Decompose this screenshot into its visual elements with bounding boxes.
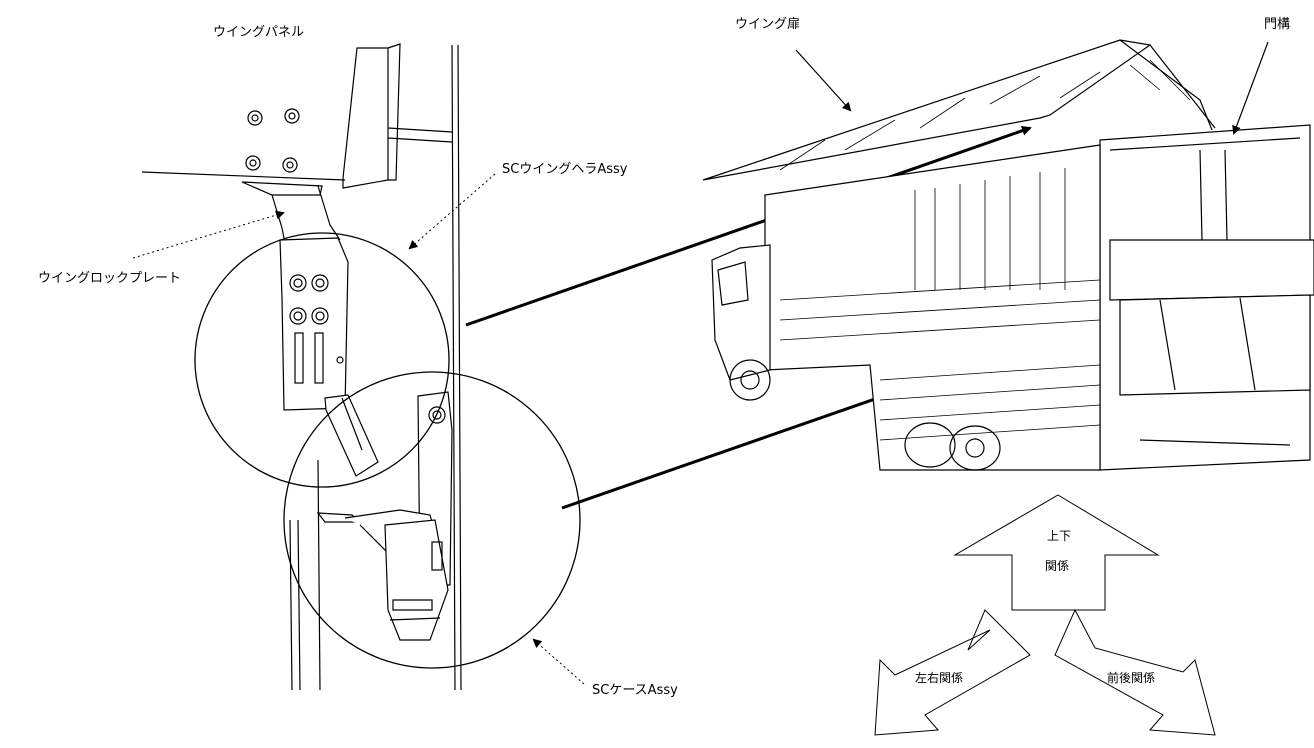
label-sc-wing-hera-assy: SCウイングヘラAssy xyxy=(502,162,628,177)
truck-cab-shape xyxy=(711,244,771,381)
label-vertical-top: 上下 xyxy=(1047,529,1072,543)
case-magnifier-circle xyxy=(283,371,581,669)
label-wing-panel: ウイングパネル xyxy=(213,25,305,40)
direction-arrows-diagram xyxy=(874,494,1216,736)
truck-illustration xyxy=(702,39,1314,471)
hera-magnifier-circle xyxy=(194,232,450,488)
label-wing-lock-plate: ウイングロックプレート xyxy=(38,271,182,286)
truck-wheels xyxy=(729,359,1001,471)
mechanism-drawing xyxy=(141,43,581,691)
truck-callout-arrows xyxy=(795,41,1269,135)
label-sc-case-assy: SCケースAssy xyxy=(592,683,678,698)
leader-lines xyxy=(132,173,585,685)
label-left-right: 左右関係 xyxy=(915,671,964,685)
sc-case-shape xyxy=(316,391,453,641)
up-arrow-shape xyxy=(953,494,1160,611)
label-vertical-bottom: 関係 xyxy=(1045,559,1070,573)
left-arrow-shape xyxy=(874,609,1031,736)
hera-assy-shape xyxy=(279,237,379,477)
wing-panel-shape xyxy=(141,43,453,189)
right-arrow-shape xyxy=(1054,608,1216,736)
label-wing-door: ウイング扉 xyxy=(735,17,801,32)
label-front-back: 前後関係 xyxy=(1107,671,1156,685)
wing-door-shape xyxy=(702,39,1152,181)
wing-lock-plate-shape xyxy=(241,181,341,241)
label-gate: 門構 xyxy=(1264,17,1291,32)
